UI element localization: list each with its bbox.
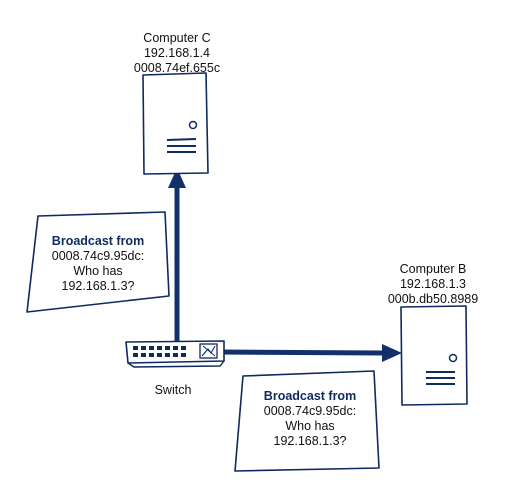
note-right-title: Broadcast from [263,389,357,403]
computer-c-label: Computer C 192.168.1.4 0008.74ef.655c [118,31,236,76]
note-left-box [26,211,170,313]
note-right-box [234,370,380,472]
computer-b-label: Computer B 192.168.1.3 000b.db50.8989 [373,262,493,307]
computer-b-ip: 192.168.1.3 [399,277,467,291]
arrow-head-up [168,168,186,188]
switch-icon [125,340,225,368]
note-left-line1: 0008.74c9.95dc: [51,249,145,263]
note-left: Broadcast from 0008.74c9.95dc: Who has 1… [36,234,160,294]
computer-b-icon [400,305,468,406]
note-left-line3: 192.168.1.3? [61,279,135,293]
arrow-head-right [382,344,402,362]
link-switch-to-computer-b [219,349,385,356]
note-left-title: Broadcast from [51,234,145,248]
computer-c-ip: 192.168.1.4 [143,46,211,60]
note-right-line3: 192.168.1.3? [273,434,347,448]
note-right-line2: Who has [285,419,335,433]
note-right: Broadcast from 0008.74c9.95dc: Who has 1… [246,389,374,449]
switch-label: Switch [154,383,192,397]
computer-b-name: Computer B [399,262,467,276]
computer-c-mac: 0008.74ef.655c [133,61,221,75]
computer-c-icon [142,72,209,175]
computer-c-name: Computer C [143,31,211,45]
note-left-line2: Who has [73,264,123,278]
note-right-line1: 0008.74c9.95dc: [263,404,357,418]
computer-b-mac: 000b.db50.8989 [387,292,479,306]
